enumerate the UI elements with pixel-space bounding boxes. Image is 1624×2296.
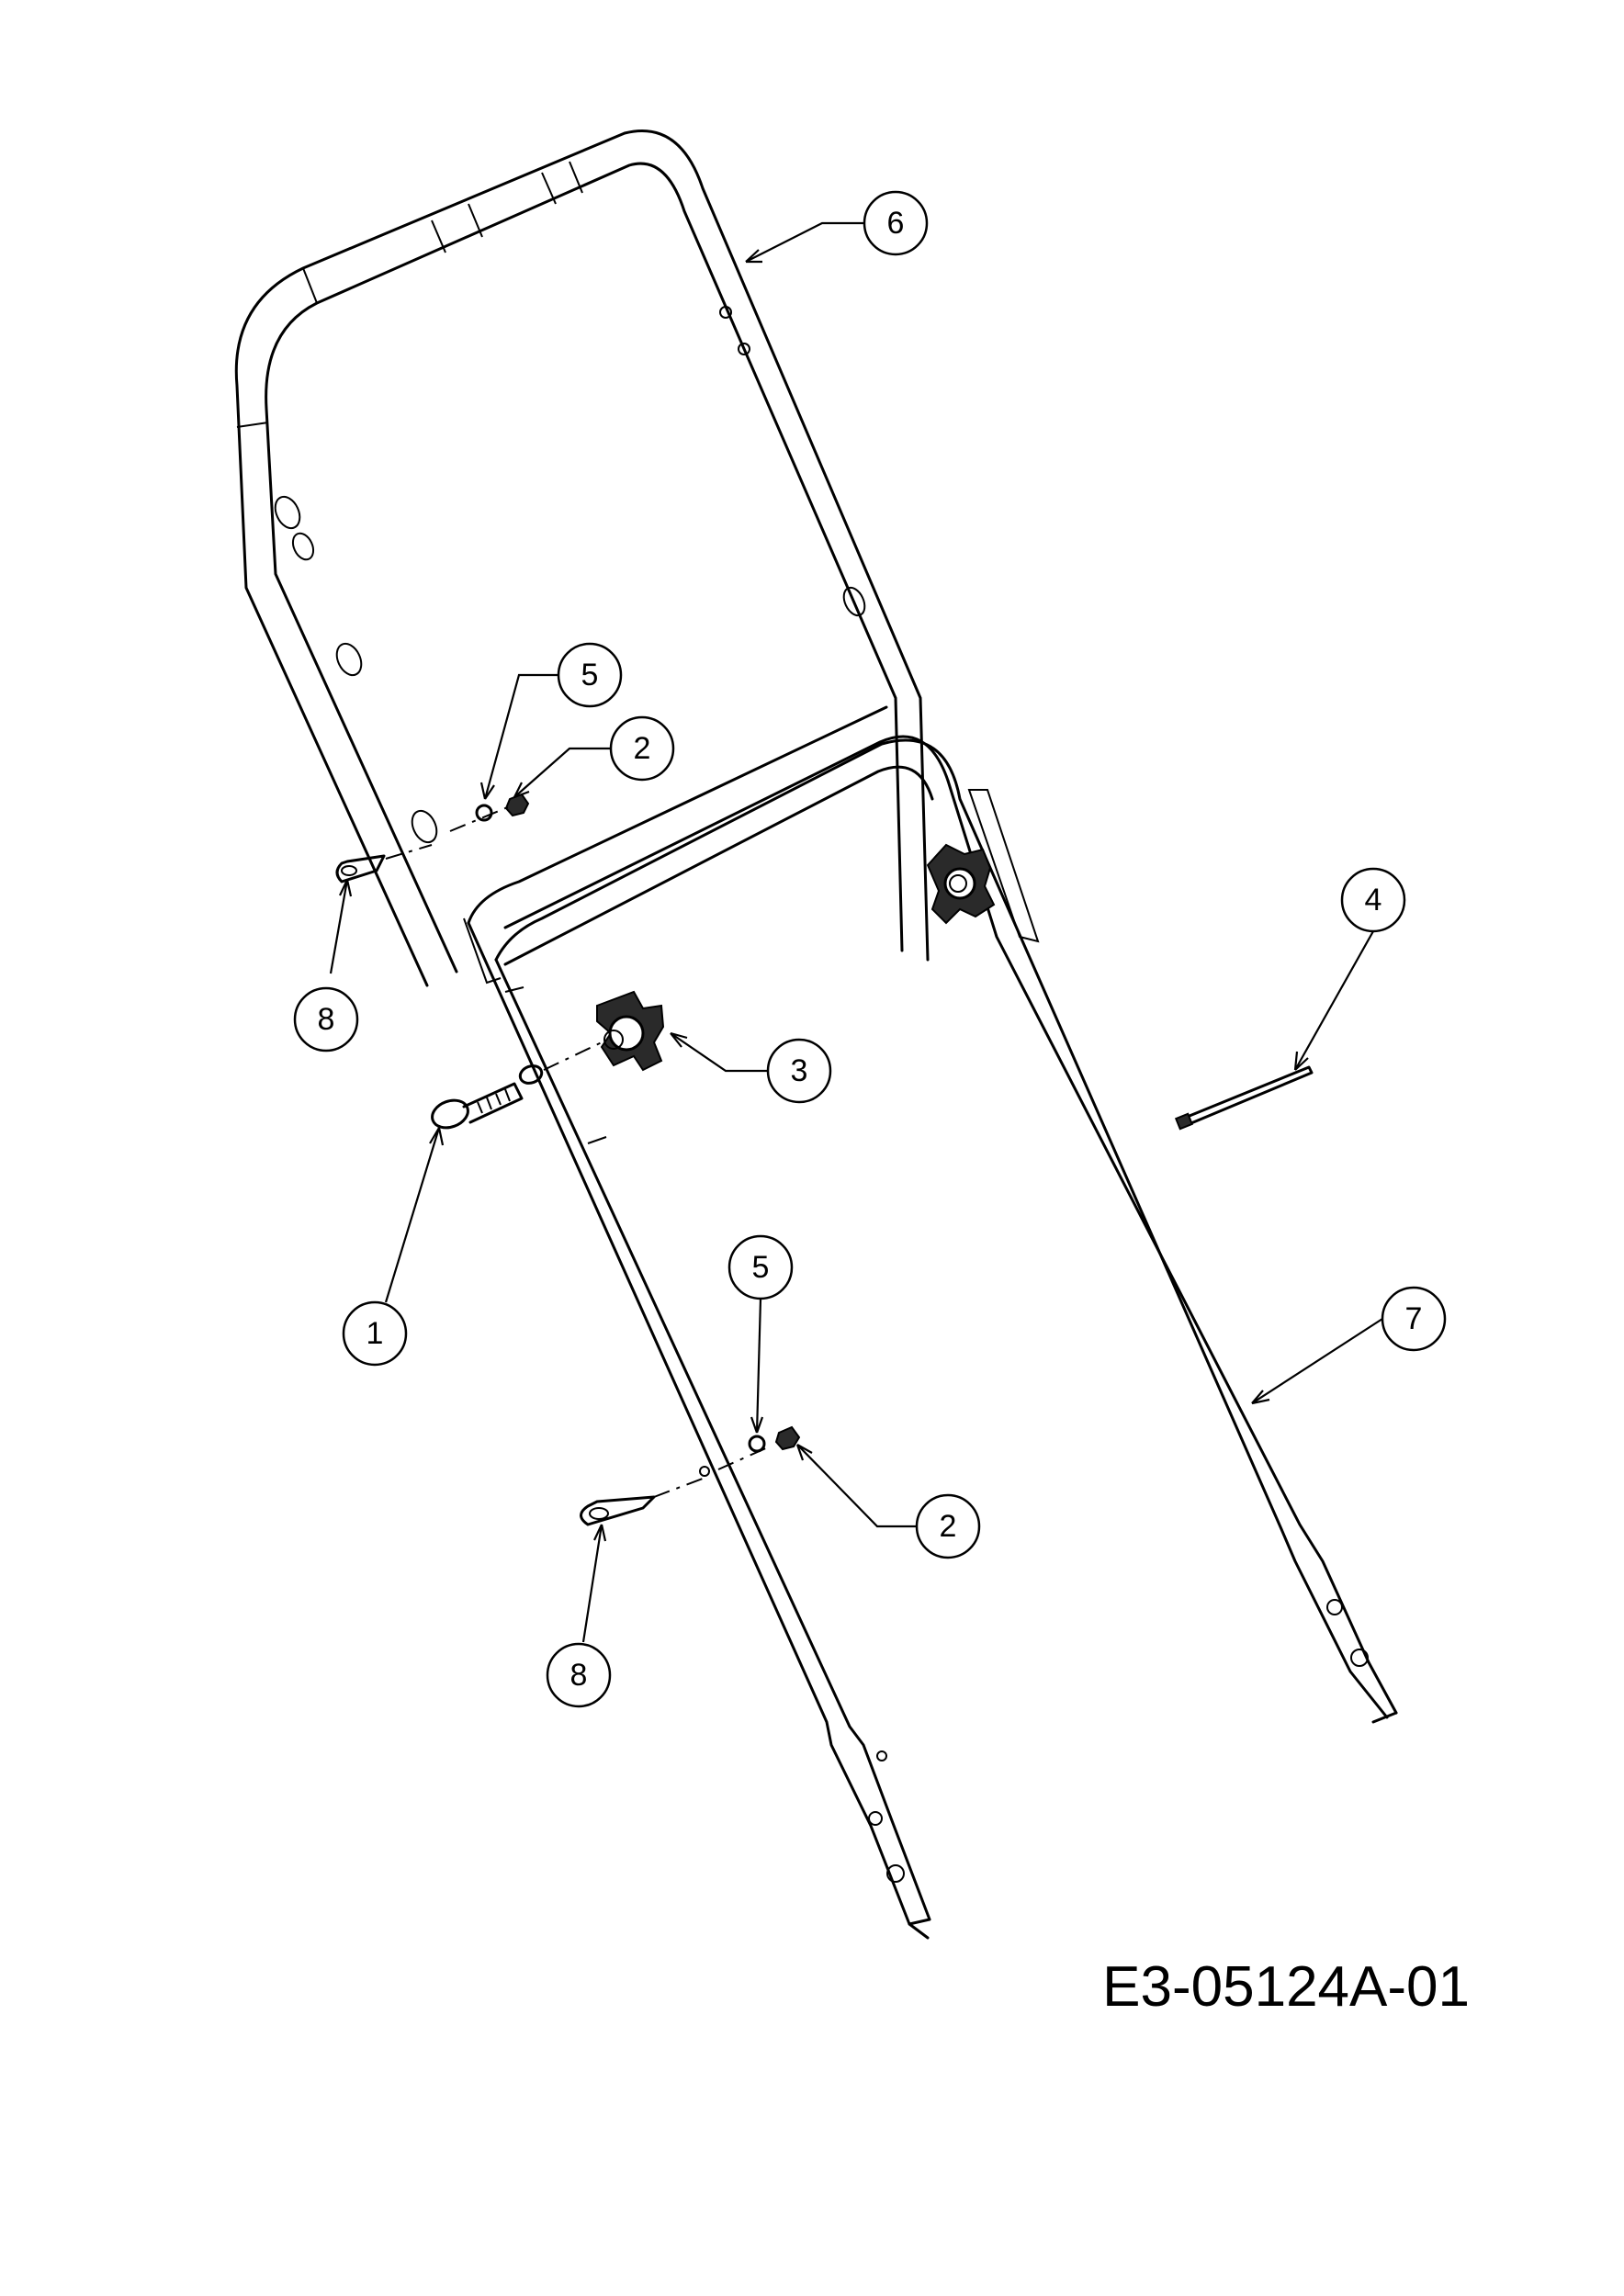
alignment-line bbox=[543, 1041, 603, 1071]
callout-1: 1 bbox=[342, 1127, 445, 1367]
callout-2-lower: 2 bbox=[795, 1444, 981, 1559]
svg-text:5: 5 bbox=[581, 658, 599, 692]
lower-handle-part-7 bbox=[463, 705, 1398, 1940]
svg-text:4: 4 bbox=[1365, 883, 1382, 917]
callout-7: 7 bbox=[1251, 1286, 1447, 1405]
callout-6: 6 bbox=[745, 190, 929, 264]
carriage-bolt-part-1 bbox=[431, 1082, 524, 1130]
callout-8-lower: 8 bbox=[546, 1524, 612, 1708]
callout-4: 4 bbox=[1293, 867, 1406, 1071]
svg-text:8: 8 bbox=[570, 1658, 588, 1693]
cable-tie-part-4 bbox=[1174, 1065, 1314, 1131]
upper-fastener-set bbox=[335, 793, 530, 884]
svg-text:8: 8 bbox=[318, 1002, 335, 1037]
svg-text:1: 1 bbox=[367, 1316, 384, 1351]
upper-handle-part-6 bbox=[234, 129, 950, 987]
callout-5-upper: 5 bbox=[479, 642, 623, 800]
svg-text:3: 3 bbox=[791, 1053, 808, 1088]
star-knob-right bbox=[926, 843, 996, 925]
svg-text:2: 2 bbox=[634, 731, 651, 766]
callout-5-lower: 5 bbox=[727, 1234, 794, 1434]
callout-3: 3 bbox=[670, 1031, 832, 1104]
svg-text:5: 5 bbox=[752, 1250, 770, 1285]
callout-2-upper: 2 bbox=[513, 715, 675, 799]
svg-text:7: 7 bbox=[1405, 1301, 1423, 1336]
star-knob-part-3 bbox=[596, 990, 665, 1072]
callout-8-upper: 8 bbox=[293, 879, 359, 1052]
lower-fastener-set bbox=[580, 1425, 801, 1526]
washer bbox=[518, 1064, 544, 1085]
diagram-reference-code: E3-05124A-01 bbox=[1102, 1955, 1470, 2019]
svg-text:6: 6 bbox=[887, 206, 905, 241]
svg-text:2: 2 bbox=[940, 1509, 957, 1544]
